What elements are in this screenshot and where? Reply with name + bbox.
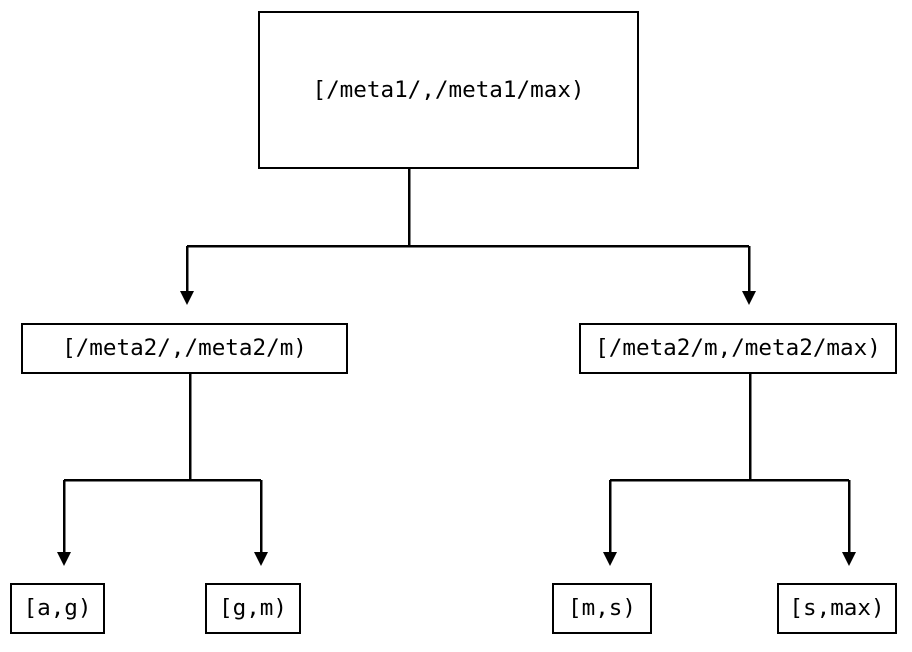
node-leaf-s-max[interactable]: [s,max) xyxy=(777,583,897,634)
arrowhead-to-leaf2 xyxy=(254,552,268,566)
arrowhead-to-leaf4 xyxy=(842,552,856,566)
node-leaf-a-g[interactable]: [a,g) xyxy=(10,583,105,634)
node-mid-left[interactable]: [/meta2/,/meta2/m) xyxy=(21,323,348,374)
arrowhead-to-mid-right xyxy=(742,291,756,305)
node-leaf-g-m[interactable]: [g,m) xyxy=(205,583,301,634)
node-root-label: [/meta1/,/meta1/max) xyxy=(312,76,585,103)
node-leaf-m-s-label: [m,s) xyxy=(567,595,636,622)
node-leaf-g-m-label: [g,m) xyxy=(218,595,287,622)
node-mid-right-label: [/meta2/m,/meta2/max) xyxy=(595,335,881,362)
node-root[interactable]: [/meta1/,/meta1/max) xyxy=(258,11,639,169)
node-leaf-m-s[interactable]: [m,s) xyxy=(552,583,652,634)
arrowhead-to-mid-left xyxy=(180,291,194,305)
node-leaf-a-g-label: [a,g) xyxy=(23,595,92,622)
node-mid-right[interactable]: [/meta2/m,/meta2/max) xyxy=(579,323,897,374)
node-leaf-s-max-label: [s,max) xyxy=(789,595,885,622)
node-mid-left-label: [/meta2/,/meta2/m) xyxy=(62,335,307,362)
arrowhead-to-leaf3 xyxy=(603,552,617,566)
arrowhead-to-leaf1 xyxy=(57,552,71,566)
